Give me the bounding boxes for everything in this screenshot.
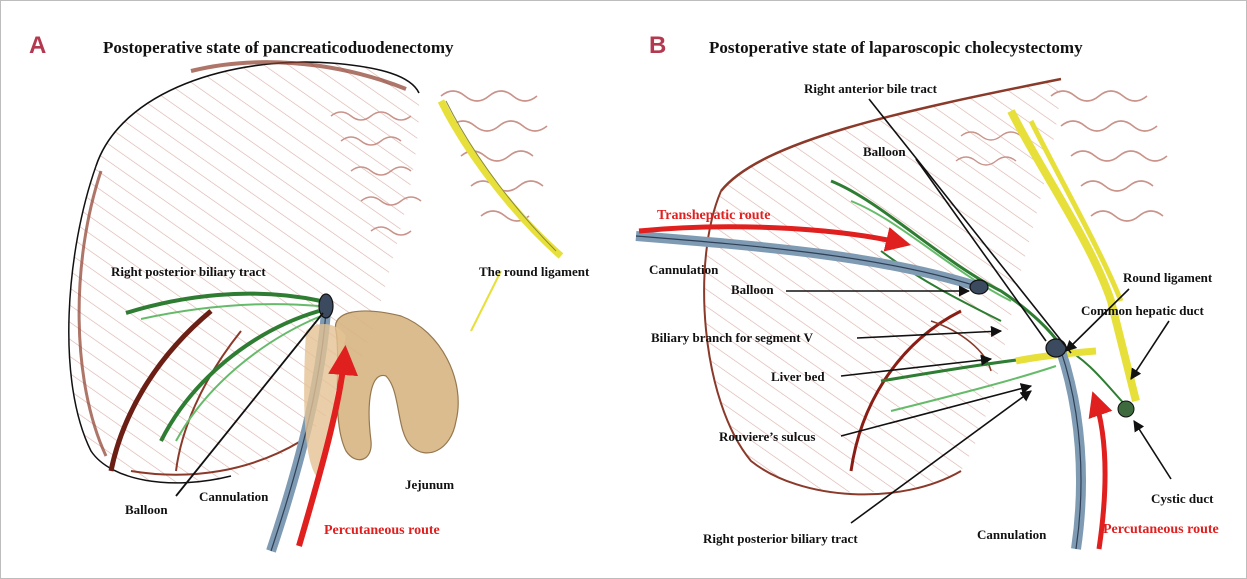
label-a-round-ligament: The round ligament [479, 264, 590, 279]
label-b-round-ligament: Round ligament [1123, 270, 1213, 285]
label-a-balloon: Balloon [125, 502, 168, 517]
label-a-cannulation: Cannulation [199, 489, 269, 504]
label-b-transhepatic-route: Transhepatic route [657, 208, 770, 223]
label-b-liver-bed: Liver bed [771, 369, 825, 384]
panel-a-letter: A [29, 32, 46, 59]
label-b-common-hepatic-duct: Common hepatic duct [1081, 303, 1204, 318]
label-a-percutaneous-route: Percutaneous route [324, 523, 440, 538]
label-b-biliary-branch-segment-v: Biliary branch for segment V [651, 330, 814, 345]
label-b-right-anterior-bile-tract: Right anterior bile tract [804, 81, 938, 96]
label-b-cystic-duct: Cystic duct [1151, 491, 1214, 506]
label-b-percutaneous-route: Percutaneous route [1103, 522, 1219, 537]
label-a-jejunum: Jejunum [405, 477, 454, 492]
panel-a-title: Postoperative state of pancreaticoduoden… [103, 38, 454, 57]
label-b-cannulation-top: Cannulation [649, 262, 719, 277]
label-b-right-posterior-biliary-tract: Right posterior biliary tract [703, 531, 858, 546]
label-b-cannulation-bottom: Cannulation [977, 527, 1047, 542]
panel-b-letter: B [649, 32, 666, 59]
panel-a-drawing [41, 41, 561, 551]
panel-b-title: Postoperative state of laparoscopic chol… [709, 38, 1083, 57]
label-a-right-posterior-biliary-tract: Right posterior biliary tract [111, 264, 266, 279]
label-b-balloon-top: Balloon [863, 144, 906, 159]
label-b-rouvieres-sulcus: Rouviere’s sulcus [719, 429, 815, 444]
label-b-balloon: Balloon [731, 282, 774, 297]
